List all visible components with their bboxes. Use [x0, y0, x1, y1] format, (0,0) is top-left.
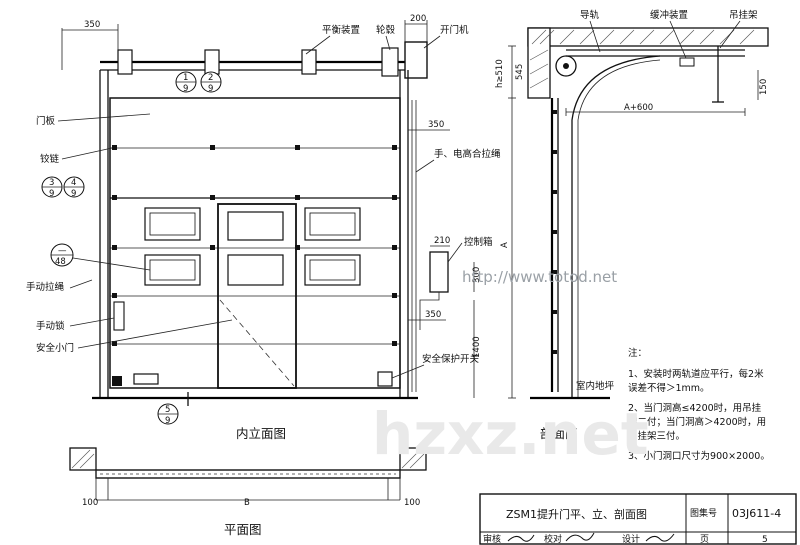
label-safety-switch: 安全保护开关 — [422, 353, 480, 365]
title-block: ZSM1提升门平、立、剖面图 图集号 03J611-4 审核 校对 设计 页 5 — [479, 493, 797, 545]
label-pulley: 轮毂 — [376, 24, 396, 36]
svg-text:9: 9 — [49, 189, 54, 199]
dim-200: 200 — [410, 14, 426, 24]
atlas-number: 03J611-4 — [732, 507, 781, 520]
svg-text:5: 5 — [165, 405, 170, 415]
label-balance-device: 平衡装置 — [322, 24, 360, 36]
note-1b: 误差不得＞1mm。 — [628, 382, 710, 394]
atlas-label: 图集号 — [690, 507, 717, 519]
note-1a: 1、安装时两轨道应平行，每2米 — [628, 368, 764, 380]
label-opener: 开门机 — [440, 24, 469, 36]
elevation-view: 350 200 350 210 300 350 1400 平衡装置 轮毂 开门机… — [26, 14, 501, 441]
watermark-site: hzxz.net — [372, 400, 649, 468]
label-wicket-door: 安全小门 — [36, 342, 74, 354]
watermark-url: http://www.totod.net — [462, 268, 617, 286]
ref-circle-5-9: 5 9 — [157, 403, 179, 426]
ref-circle-3-9: 3 9 — [41, 176, 63, 199]
dim-350-top: 350 — [84, 20, 100, 30]
note-2c: 吊挂架三付。 — [628, 430, 685, 442]
svg-text:9: 9 — [165, 416, 170, 426]
dim-a600: A+600 — [624, 103, 653, 113]
ref-circle-2-9: 2 9 — [200, 71, 222, 94]
dim-100-left: 100 — [82, 498, 98, 508]
page-number: 5 — [762, 535, 768, 545]
ref-circle-4-9: 4 9 — [63, 176, 85, 199]
review-label: 审核 — [483, 533, 501, 545]
notes-block: 注： 1、安装时两轨道应平行，每2米 误差不得＞1mm。 2、当门洞高≤4200… — [628, 347, 770, 462]
label-buffer-device: 缓冲装置 — [650, 9, 688, 21]
caption-elevation: 内立面图 — [236, 426, 286, 441]
dim-1400: 1400 — [472, 336, 482, 358]
svg-text:3: 3 — [49, 178, 54, 188]
dim-150: 150 — [759, 79, 769, 95]
opener-unit — [404, 41, 428, 79]
wicket-door-outline — [217, 203, 297, 389]
label-manual-lock: 手动锁 — [36, 320, 65, 332]
svg-text:2: 2 — [208, 73, 213, 83]
notes-title: 注： — [628, 347, 647, 359]
note-2b: 架二付；当门洞高＞4200时，用 — [628, 416, 766, 428]
ref-circle-1-9: 1 9 — [175, 71, 197, 94]
dim-100-right: 100 — [404, 498, 420, 508]
dim-h510: h≥510 — [495, 59, 505, 88]
label-door-panel: 门板 — [36, 115, 56, 127]
ref-circle-48: — 48 — [50, 243, 74, 267]
label-hinge: 铰链 — [40, 153, 60, 165]
label-manual-rope: 手动拉绳 — [26, 281, 65, 293]
note-2a: 2、当门洞高≤4200时，用吊挂 — [628, 402, 762, 414]
dim-545: 545 — [515, 64, 525, 80]
note-3: 3、小门洞口尺寸为900×2000。 — [628, 450, 770, 462]
label-hanger: 吊挂架 — [729, 9, 758, 21]
label-guide-rail: 导轨 — [580, 9, 600, 21]
title-block-title: ZSM1提升门平、立、剖面图 — [506, 507, 647, 521]
svg-text:48: 48 — [55, 257, 66, 267]
page-label: 页 — [700, 534, 709, 545]
label-hand-electric-rope: 手、电高合拉绳 — [434, 148, 501, 160]
dim-b: B — [244, 498, 250, 508]
check-label: 校对 — [544, 533, 562, 545]
svg-text:9: 9 — [71, 189, 76, 199]
control-box — [429, 251, 449, 293]
dim-210: 210 — [434, 236, 450, 246]
dim-a: A — [500, 242, 510, 248]
design-label: 设计 — [622, 533, 640, 545]
svg-text:9: 9 — [183, 84, 188, 94]
dim-350-low: 350 — [425, 310, 441, 320]
svg-text:9: 9 — [208, 84, 213, 94]
label-control-box: 控制箱 — [464, 236, 493, 248]
dim-300: 300 — [472, 267, 482, 283]
caption-section: 剖面图 — [540, 426, 578, 441]
caption-plan: 平面图 — [224, 522, 262, 537]
plan-view: 100 B 100 平面图 — [69, 447, 427, 537]
svg-text:4: 4 — [71, 178, 76, 188]
dim-350-mid: 350 — [428, 120, 444, 130]
svg-text:1: 1 — [183, 73, 188, 83]
svg-text:—: — — [58, 246, 67, 256]
label-indoor-floor: 室内地坪 — [576, 380, 615, 392]
section-view: h≥510 545 A A+600 150 导轨 缓冲装置 吊挂架 室内地坪 剖… — [495, 9, 769, 441]
